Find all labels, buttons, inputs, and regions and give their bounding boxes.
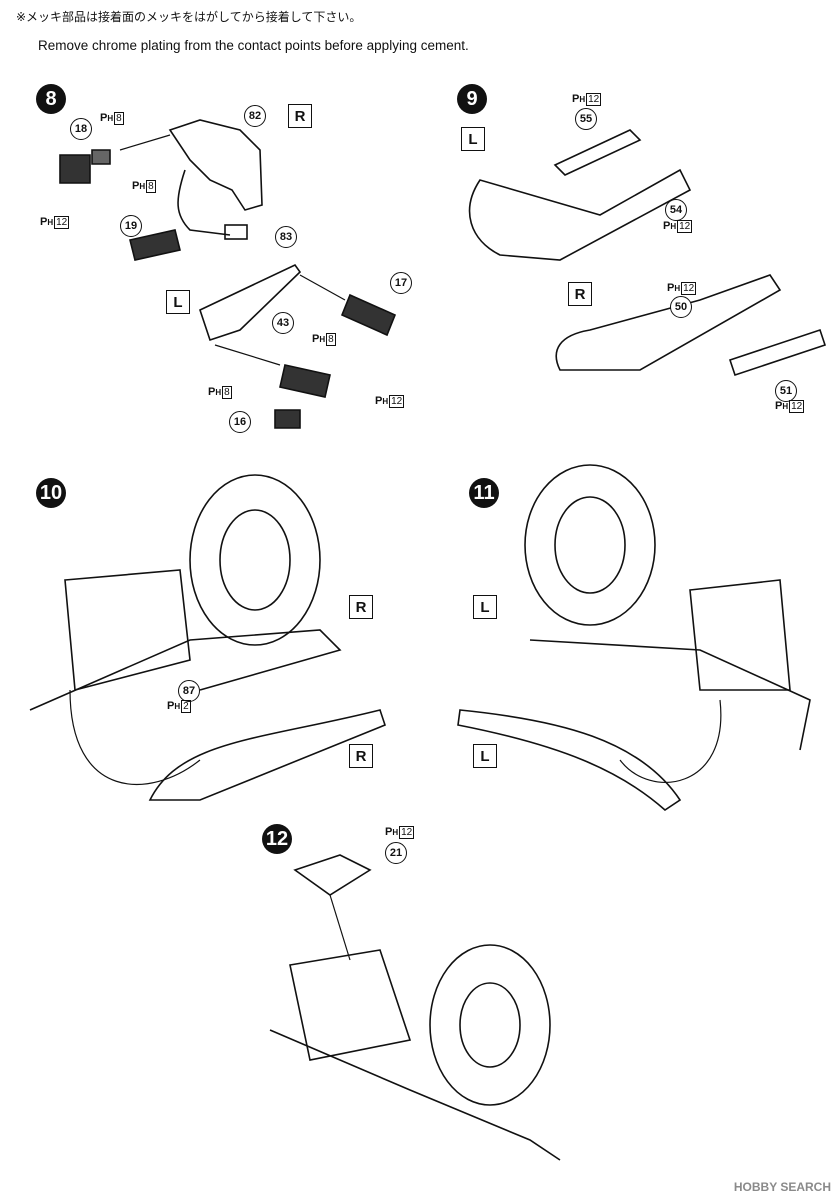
muffler-11 [457, 709, 682, 812]
brake-pedal [177, 169, 231, 236]
part-82: 82 [244, 105, 266, 127]
rear-wheel-10 [189, 474, 321, 646]
part-51: 51 [775, 380, 797, 402]
part-17: 17 [390, 272, 412, 294]
part-50: 50 [670, 296, 692, 318]
side-l-step9: L [461, 127, 485, 151]
watermark: HOBBY SEARCH [733, 1180, 831, 1194]
muffler-l [468, 168, 692, 261]
muffler-10 [148, 709, 386, 801]
heat-shield-51 [728, 328, 827, 377]
part-18: 18 [70, 118, 92, 140]
part-83: 83 [275, 226, 297, 248]
side-r-step10-a: R [349, 595, 373, 619]
side-l-step8: L [166, 290, 190, 314]
rear-wheel-12 [429, 944, 551, 1106]
heat-shield-55 [553, 129, 642, 176]
footrest-bracket-r [168, 119, 263, 211]
step-8-badge: 8 [36, 84, 66, 114]
footpeg-19 [129, 229, 181, 261]
part-19: 19 [120, 215, 142, 237]
side-r-step9: R [568, 282, 592, 306]
side-l-step11-b: L [473, 744, 497, 768]
footrest-bracket-l [199, 263, 302, 342]
brake-pedal-pad [224, 224, 248, 240]
part-43: 43 [272, 312, 294, 334]
footpeg-17 [340, 293, 397, 337]
frame-12 [269, 1029, 561, 1161]
footpeg-16-main [279, 364, 331, 398]
step-12-badge: 12 [262, 824, 292, 854]
part-16: 16 [229, 411, 251, 433]
note-japanese: ※メッキ部品は接着面のメッキをはがしてから接着して下さい。 [16, 10, 362, 24]
step-9-badge: 9 [457, 84, 487, 114]
side-l-step11-a: L [473, 595, 497, 619]
footpeg-18 [59, 154, 91, 184]
step-10-badge: 10 [36, 478, 66, 508]
note-english: Remove chrome plating from the contact p… [38, 38, 469, 53]
seat-plate-21 [293, 854, 372, 896]
step-11-badge: 11 [469, 478, 499, 508]
side-r-step10-b: R [349, 744, 373, 768]
side-r-step8: R [288, 104, 312, 128]
footpeg-16 [274, 409, 301, 429]
part-55: 55 [575, 108, 597, 130]
rear-wheel-11 [524, 464, 656, 626]
frame-10 [29, 629, 342, 711]
engine-10 [64, 569, 191, 692]
engine-11 [689, 579, 791, 691]
part-21: 21 [385, 842, 407, 864]
engine-12 [289, 949, 412, 1061]
frame-11 [529, 639, 811, 751]
part-54: 54 [665, 199, 687, 221]
muffler-r [555, 274, 782, 371]
footpeg-rubber [91, 149, 111, 165]
part-87: 87 [178, 680, 200, 702]
